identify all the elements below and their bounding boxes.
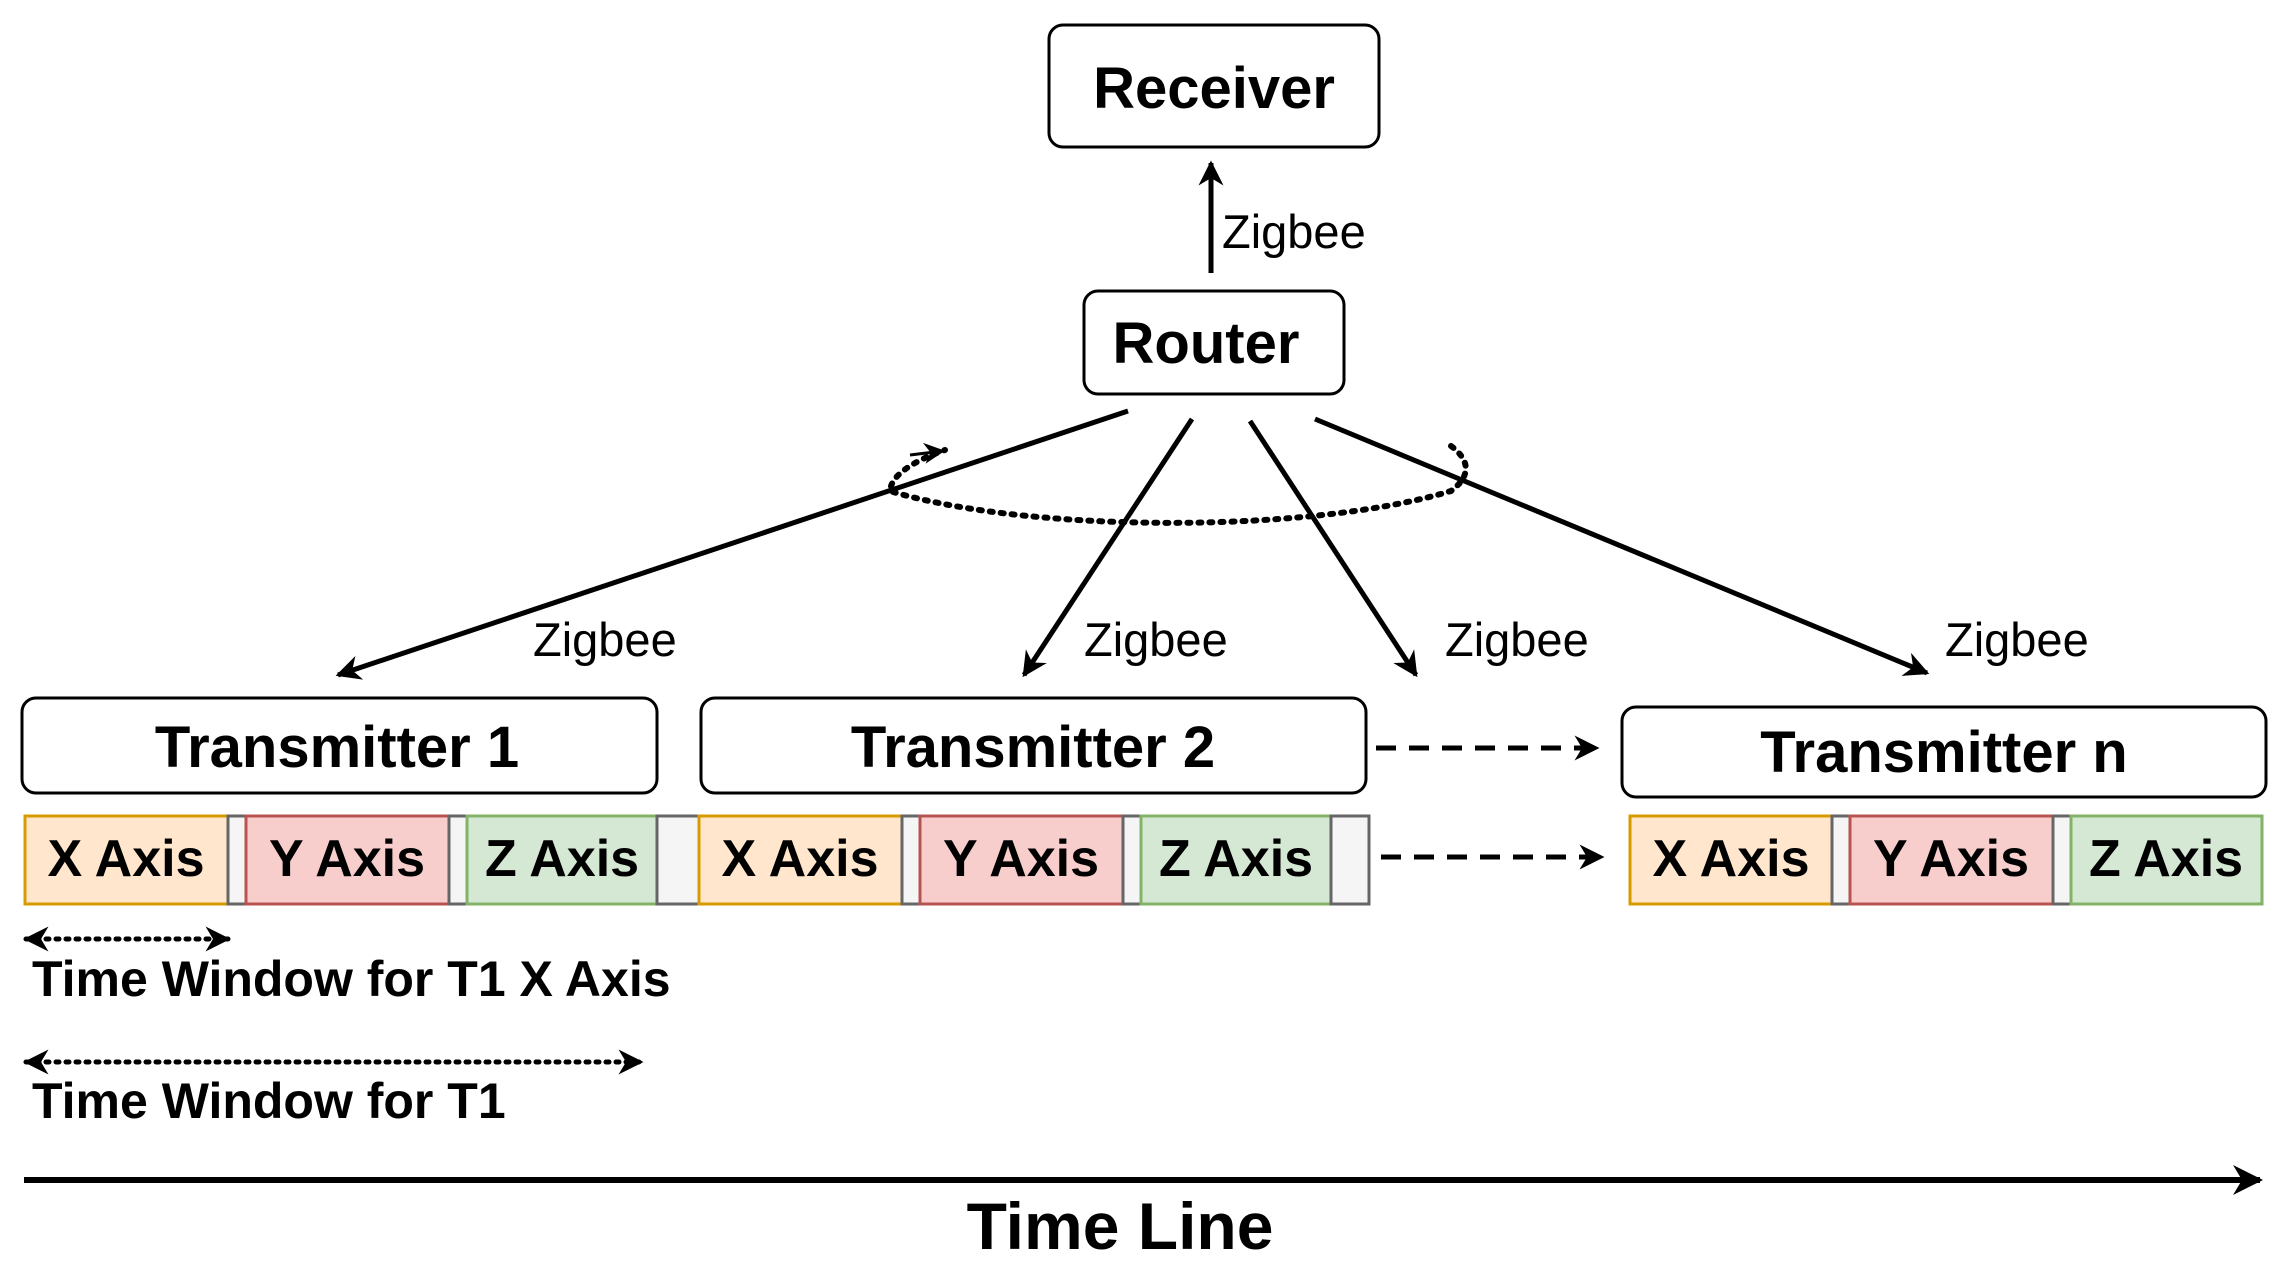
slot-z-label: Z Axis: [1159, 830, 1313, 888]
transmitter-1-label: Transmitter 1: [155, 715, 519, 780]
slot-y-axis: [1848, 814, 2055, 906]
router-label: Router: [1113, 311, 1300, 376]
edge-label-router-t1: Zigbee: [533, 613, 677, 666]
timeline: Time Line: [24, 1165, 2263, 1263]
receiver-node: Receiver: [1047, 23, 1381, 149]
edge-label-router-tn: Zigbee: [1945, 613, 2089, 666]
slot-z-axis: [2069, 814, 2264, 906]
slot-strip-t2: X Axis Y Axis Z Axis: [697, 814, 1371, 906]
edge-label-router-t2: Zigbee: [1084, 613, 1228, 666]
slot-x-axis: [23, 814, 230, 906]
edge-label-router-receiver: Zigbee: [1222, 205, 1366, 258]
time-window-t1-label: Time Window for T1: [32, 1073, 506, 1129]
slot-y-label: Y Axis: [943, 830, 1099, 888]
slot-x-axis: [1628, 814, 1834, 906]
polling-cycle-indicator: [886, 442, 1469, 526]
slot-y-axis: [918, 814, 1125, 906]
edge-router-tn: Zigbee: [1314, 416, 2089, 676]
edge-router-t2: Zigbee: [1021, 417, 1228, 678]
transmitter-n-label: Transmitter n: [1760, 720, 2127, 785]
slot-strip-t1: X Axis Y Axis Z Axis: [23, 814, 701, 906]
time-window-t1-x-axis: Time Window for T1 X Axis: [23, 926, 671, 1007]
slot-guard: [655, 814, 701, 906]
slot-x-label: X Axis: [1652, 830, 1809, 888]
slot-y-axis: [244, 814, 451, 906]
time-window-t1: Time Window for T1: [23, 1049, 644, 1129]
transmitter-n-node: Transmitter n: [1620, 705, 2268, 799]
slot-strip-tn: X Axis Y Axis Z Axis: [1628, 814, 2264, 906]
transmitter-2-node: Transmitter 2: [699, 696, 1368, 795]
slot-guard: [1121, 814, 1143, 906]
edge-label-router-t3: Zigbee: [1445, 613, 1589, 666]
slot-guard: [226, 814, 248, 906]
slot-z-label: Z Axis: [485, 830, 639, 888]
receiver-label: Receiver: [1093, 56, 1335, 121]
timeline-label: Time Line: [967, 1189, 1274, 1263]
slot-guard: [900, 814, 922, 906]
edge-router-t1: Zigbee: [335, 408, 1129, 680]
slot-y-label: Y Axis: [1873, 830, 2029, 888]
slot-x-label: X Axis: [47, 830, 204, 888]
slot-guard: [447, 814, 469, 906]
slot-x-label: X Axis: [721, 830, 878, 888]
slot-guard: [1830, 814, 1852, 906]
edge-router-receiver: Zigbee: [1198, 160, 1366, 273]
transmitter-1-node: Transmitter 1: [20, 696, 659, 795]
time-window-t1-x-axis-label: Time Window for T1 X Axis: [32, 951, 671, 1007]
slot-z-label: Z Axis: [2089, 830, 2243, 888]
edge-router-t3: Zigbee: [1247, 419, 1589, 678]
slot-z-axis: [1139, 814, 1333, 906]
transmitter-2-label: Transmitter 2: [851, 715, 1215, 780]
slot-guard: [2051, 814, 2073, 906]
slot-guard: [1329, 814, 1371, 906]
router-node: Router: [1082, 289, 1346, 396]
slot-x-axis: [697, 814, 904, 906]
slot-z-axis: [465, 814, 659, 906]
slot-y-label: Y Axis: [269, 830, 425, 888]
